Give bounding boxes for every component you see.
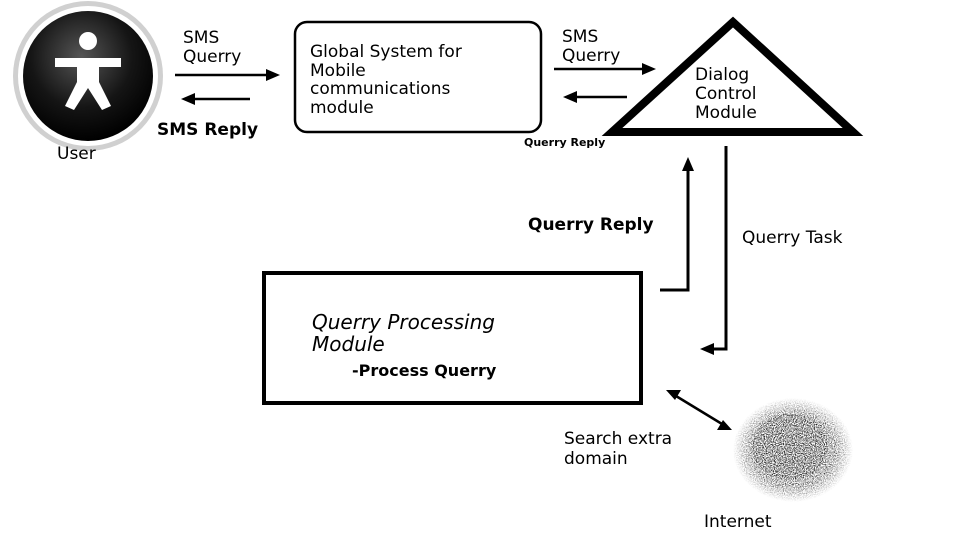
arrow-dialog-to-processing (700, 146, 728, 355)
user-label: User (57, 144, 96, 164)
internet-cloud-icon (733, 398, 853, 502)
processing-module-box (262, 271, 643, 405)
arrow-processing-to-dialog (660, 157, 694, 292)
edge-label-processing-to-dialog: Querry Reply (528, 215, 654, 235)
gsm-module-label: Global System for Mobile communications … (310, 42, 462, 119)
arrow-processing-internet (666, 390, 732, 430)
edge-label-gsm-to-dialog: SMS Querry (562, 27, 621, 66)
processing-module-title: Querry Processing Module (312, 310, 495, 356)
edge-label-processing-internet: Search extra domain (564, 429, 673, 470)
accessibility-person-icon (13, 1, 163, 151)
arrow-gsm-to-dialog (554, 63, 656, 75)
arrow-gsm-to-user (181, 93, 250, 105)
processing-module-subtitle: -Process Querry (352, 361, 497, 380)
dialog-control-triangle (601, 16, 864, 136)
arrow-dialog-to-gsm (563, 91, 627, 103)
edge-label-dialog-to-gsm: Querry Reply (524, 136, 606, 149)
arrow-user-to-gsm (175, 69, 280, 81)
gsm-module-box (293, 20, 543, 134)
edge-label-dialog-to-processing: Querry Task (742, 228, 843, 248)
edge-label-user-to-gsm: SMS Querry (183, 28, 242, 67)
dialog-module-label: Dialog Control Module (695, 65, 757, 124)
edge-label-gsm-to-user: SMS Reply (157, 120, 259, 140)
internet-label: Internet (704, 512, 772, 532)
